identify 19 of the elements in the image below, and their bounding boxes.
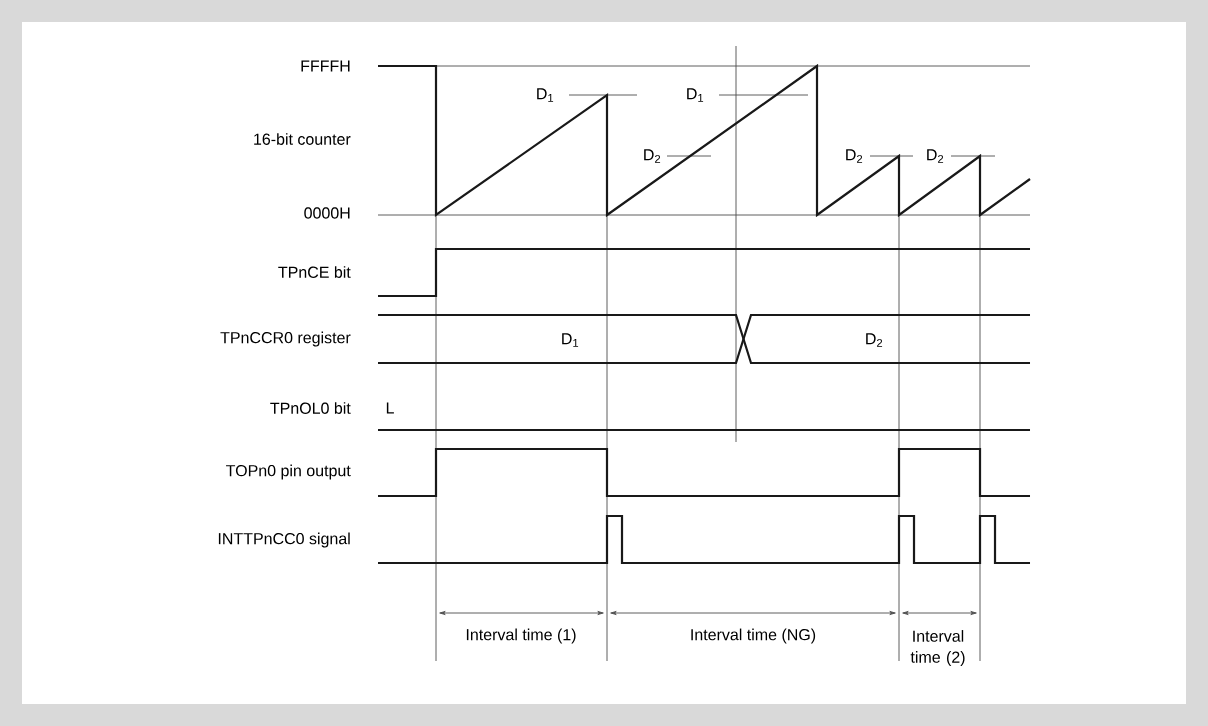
level-label: FFFFH	[301, 60, 350, 72]
signal-name: TPnCE bit	[278, 266, 351, 278]
value-label: D$_{2}$	[927, 149, 944, 163]
interval-label: Interval time (2)	[910, 630, 965, 666]
signal-name: TPnOL0 bit	[270, 402, 351, 414]
value-label: D$_{2}$	[866, 333, 883, 347]
signal-name: TOPn0 pin output	[226, 464, 351, 480]
value-label: D$_{2}$	[846, 149, 863, 163]
value-label: D$_{2}$	[644, 149, 661, 163]
interval-label: Interval time (1)	[466, 628, 576, 644]
signal-name: TPnCCR0 register	[220, 331, 351, 347]
signal-name: 16-bit counter	[254, 133, 351, 145]
value-label: L	[386, 402, 394, 414]
value-label: D$_{1}$	[537, 88, 554, 102]
interval-label: Interval time (NG)	[691, 628, 816, 644]
level-label: 0000H	[304, 207, 350, 219]
signal-name: INTTPnCC0 signal	[218, 532, 350, 548]
value-label: D$_{1}$	[687, 88, 704, 102]
value-label: D$_{1}$	[562, 333, 579, 347]
